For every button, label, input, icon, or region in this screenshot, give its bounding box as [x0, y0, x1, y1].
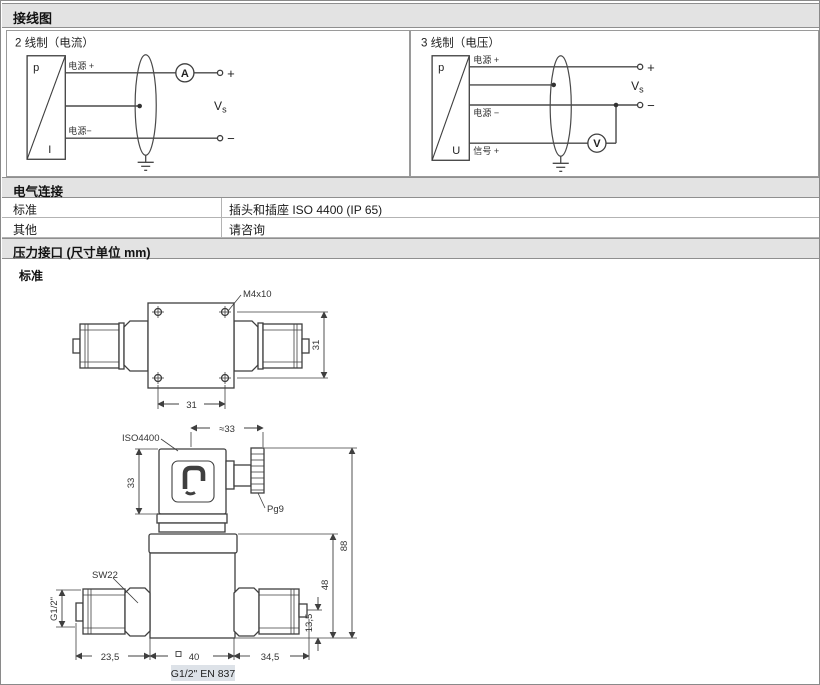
screw-holes [152, 306, 231, 384]
electrical-section-header: 电气连接 [2, 177, 819, 199]
electrical-section-title: 电气连接 [13, 185, 64, 199]
sensor-input-label: p [33, 62, 39, 74]
supply-plus-label: 电源 + [68, 60, 94, 71]
dimension-thread-g12: G1/2" [49, 589, 81, 628]
dimension-port-height-13-5: 13,5 [304, 597, 322, 651]
spec-value: 请咨询 [229, 223, 266, 237]
svg-text:48: 48 [320, 580, 331, 591]
meter-junction-dot [613, 102, 619, 108]
connector-leader-line [160, 438, 179, 452]
ground-icon [552, 156, 569, 172]
dimension-connector-height-33: 33 [126, 448, 158, 515]
side-view-drawing: Pg9 ISO4400 SW22 [49, 424, 357, 681]
svg-text:G1/2": G1/2" [49, 597, 60, 621]
supply-plus-label: 电源 + [473, 54, 499, 65]
minus-sign: − [227, 131, 235, 146]
shield-junction-dot [551, 82, 557, 88]
dimension-height-31: 31 [237, 311, 328, 379]
iso4400-connector [158, 448, 252, 515]
dimension-approx-33: ≈33 [190, 424, 264, 447]
wiring-section-header: 接线图 [2, 3, 819, 28]
dimension-34-5: 34,5 [233, 652, 310, 663]
ammeter-letter: A [181, 68, 189, 80]
connector-label: ISO4400 [122, 433, 160, 444]
pressure-port-section-header: 压力接口 (尺寸单位 mm) [2, 238, 819, 260]
pressure-port-section-title: 压力接口 (尺寸单位 mm) [13, 246, 151, 260]
dimension-bottom-row: 23,5 40 34,5 [75, 619, 310, 663]
plus-sign: + [227, 66, 235, 81]
pg9-gland [250, 447, 265, 494]
signal-plus-label: 信号 + [473, 145, 499, 156]
svg-text:31: 31 [186, 400, 197, 411]
dimension-drawings: M4x10 31 31 [49, 289, 357, 681]
supply-minus-label: 电源− [68, 125, 91, 136]
terminal-minus [216, 134, 224, 142]
dimension-body-height-48: 48 [238, 533, 338, 639]
wrench-leader-line [112, 577, 139, 604]
svg-text:40: 40 [189, 652, 200, 663]
svg-text:23,5: 23,5 [101, 652, 120, 663]
voltmeter-icon: V [587, 133, 607, 153]
sensor-output-label: I [48, 144, 51, 156]
thread-standard-caption: G1/2" EN 837 [171, 665, 236, 681]
spec-label: 其他 [13, 223, 38, 237]
cable-shield-ellipse [549, 55, 572, 157]
screw-size-label: M4x10 [243, 289, 272, 300]
wires [469, 66, 638, 144]
sensor-input-label: p [438, 62, 444, 74]
wiring-diagram-3wire: 3 线制（电压） p U 电源 + 电源 − 信号 + [410, 30, 819, 177]
wires [65, 72, 218, 139]
wiring-diagram-2wire: 2 线制（电流） p I 电源 + 电源− A + − [6, 30, 410, 177]
connector-clamp-icon [182, 465, 206, 496]
spec-row-standard: 标准 插头和插座 ISO 4400 (IP 65) [2, 198, 819, 218]
plus-sign: + [647, 60, 655, 75]
supply-voltage-label: Vs [631, 79, 644, 95]
svg-text:G1/2" EN 837: G1/2" EN 837 [171, 668, 236, 680]
supply-minus-label: 电源 − [473, 107, 499, 118]
right-fitting [233, 320, 310, 372]
svg-text:88: 88 [339, 541, 350, 552]
svg-text:34,5: 34,5 [261, 652, 280, 663]
sensor-output-label: U [452, 145, 460, 157]
voltmeter-letter: V [593, 138, 601, 150]
variant-label: 标准 [19, 269, 44, 283]
gland-leader-line [257, 492, 266, 509]
supply-voltage-label: Vs [214, 99, 227, 115]
shield-junction-dot [137, 103, 142, 109]
3wire-title: 3 线制（电压） [421, 36, 500, 50]
left-process-port [75, 587, 151, 637]
transmitter-body [148, 513, 238, 639]
dimension-width-31: 31 [157, 385, 226, 411]
gland-label: Pg9 [267, 504, 284, 515]
dimension-square-40: 40 [149, 651, 235, 663]
dimension-total-height-88: 88 [236, 447, 357, 639]
wiring-section-title: 接线图 [13, 11, 53, 26]
spec-label: 标准 [13, 203, 38, 217]
spec-row-other: 其他 请咨询 [2, 218, 819, 238]
right-process-port [233, 587, 308, 637]
spec-value: 插头和插座 ISO 4400 (IP 65) [229, 203, 383, 217]
svg-text:33: 33 [126, 478, 137, 489]
svg-text:31: 31 [311, 340, 322, 351]
sensor-box: p U [431, 55, 470, 161]
square-symbol [175, 651, 182, 657]
left-fitting [72, 320, 149, 372]
mounting-plate [147, 302, 235, 389]
terminal-plus [216, 69, 224, 77]
top-view-drawing: M4x10 31 31 [72, 289, 328, 411]
terminal-plus [636, 63, 644, 71]
table-column-divider [221, 198, 222, 238]
svg-text:13,5: 13,5 [304, 614, 315, 633]
sensor-box: p I [26, 55, 66, 160]
terminal-minus [636, 101, 644, 109]
wrench-size-label: SW22 [92, 570, 118, 581]
svg-text:≈33: ≈33 [219, 424, 235, 435]
dimension-23-5: 23,5 [75, 652, 151, 663]
ammeter-icon: A [175, 63, 195, 83]
ground-icon [137, 155, 154, 171]
minus-sign: − [647, 98, 655, 113]
2wire-title: 2 线制（电流） [15, 36, 94, 50]
screw-leader-line [227, 294, 242, 312]
